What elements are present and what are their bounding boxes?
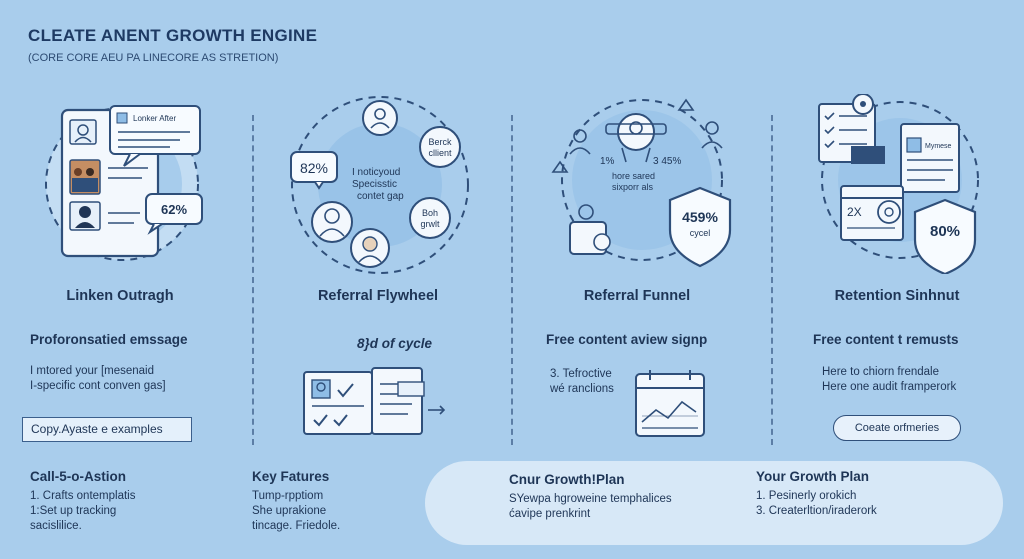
bubble-line: Boh [422, 208, 438, 218]
column-heading: Key Fatures [252, 469, 330, 484]
bubble-line: cllient [428, 148, 452, 158]
column-body: Tump-rpptiom She uprakione tincage. Frie… [252, 489, 340, 534]
doc-label: Mymese [925, 143, 952, 150]
stat-label: 62% [161, 202, 187, 217]
column-divider [511, 115, 513, 445]
center-line: hore sared [612, 171, 655, 181]
stat-label: 82% [300, 160, 328, 176]
bubble-line: grwlt [420, 219, 440, 229]
body-line: Tump-rpptiom [252, 490, 324, 502]
page-subtitle: (CORE CORE AEU PA LINECORE AS STRETION) [28, 52, 279, 64]
body-line: 3. Tefroctive [550, 368, 612, 380]
shield-sub: cycel [690, 228, 711, 238]
column-body: 1. Crafts ontemplatis 1:Set up tracking … [30, 489, 135, 534]
panel-heading: Free content t remusts [813, 332, 959, 347]
panel-body: Here to chiorn frendale Here one audit f… [822, 365, 956, 395]
panel-body: 3. Tefroctive wé ranclions [550, 367, 614, 397]
referral-flywheel-illustration: 82% I noticyoud Specisstic contet gap Be… [290, 96, 469, 274]
bottom-column-cta: Call-5-o-Astion 1. Crafts ontemplatis 1:… [30, 469, 135, 534]
panel-title-referral-funnel: Referral Funnel [583, 288, 691, 304]
column-heading: Cnur Growth!Plan [509, 472, 625, 487]
create-offers-button[interactable]: Coeate orfmeries [833, 415, 961, 441]
column-divider [252, 115, 254, 445]
body-line: I mtored your [mesenaid [30, 365, 155, 377]
right-percent: 3 45% [653, 156, 681, 167]
bottom-column-growth-plan: Cnur Growth!Plan SYewpa hgroweine tempha… [509, 472, 672, 522]
body-line: Here one audit framperork [822, 381, 957, 393]
panel-body: I mtored your [mesenaid I-specific cont … [30, 364, 166, 394]
bottom-column-your-growth-plan: Your Growth Plan 1. Pesinerly orokich 3.… [756, 469, 877, 519]
column-divider [771, 115, 773, 445]
left-percent: 1% [600, 156, 615, 167]
panel-heading: Proforonsatied emssage [30, 332, 188, 347]
center-line: Specisstic [352, 179, 397, 190]
calendar-chart-icon [635, 370, 705, 437]
panel-title-retention: Retention Sinhnut [834, 288, 960, 304]
linkedin-outreach-illustration: Lonker After 62% [45, 105, 203, 261]
open-book-illustration [303, 367, 446, 435]
center-line: sixporr als [612, 182, 654, 192]
center-line: contet gap [357, 191, 404, 202]
body-line: sacislilice. [30, 520, 82, 532]
panel-heading: Free content aview signp [546, 332, 708, 347]
growth-plan-panel [425, 461, 1003, 545]
body-line: 1. Pesinerly orokich [756, 490, 857, 502]
body-line: wé ranclions [550, 383, 614, 395]
body-line: 1:Set up tracking [30, 505, 117, 517]
panel-title-referral-flywheel: Referral Flywheel [317, 288, 439, 304]
body-line: 1. Crafts ontemplatis [30, 490, 136, 502]
panel-heading: 8}d of cycle [357, 336, 433, 351]
shield-stat: 459% [682, 209, 718, 225]
panel-title-linkedin-outreach: Linken Outragh [66, 288, 174, 304]
retention-illustration: Mymese 2X 80% [818, 94, 979, 274]
column-heading: Your Growth Plan [756, 469, 870, 484]
page-title: CLEATE ANENT GROWTH ENGINE [28, 26, 318, 45]
body-line: I-specific cont conven gas] [30, 380, 166, 392]
column-body: SYewpa hgroweine temphalices ćavipe pren… [509, 492, 672, 522]
shield-stat: 80% [930, 223, 960, 240]
body-line: She uprakione [252, 505, 327, 517]
column-body: 1. Pesinerly orokich 3. Createrltion/ira… [756, 489, 877, 519]
calendar-code: 2X [847, 205, 862, 219]
body-line: SYewpa hgroweine temphalices [509, 493, 672, 505]
chat-label: Lonker After [133, 114, 176, 123]
body-line: tincage. Friedole. [252, 520, 341, 532]
bubble-line: Berck [428, 137, 452, 147]
body-line: Here to chiorn frendale [822, 366, 939, 378]
copy-paste-examples-button[interactable]: Copy.Ayaste e examples [22, 417, 192, 442]
column-heading: Call-5-o-Astion [30, 469, 126, 484]
body-line: ćavipe prenkrint [509, 508, 591, 520]
referral-funnel-illustration: 1% 3 45% hore sared sixporr als 459% cyc… [551, 98, 732, 268]
bottom-column-key-features: Key Fatures Tump-rpptiom She uprakione t… [252, 469, 340, 534]
body-line: 3. Createrltion/iraderork [756, 505, 877, 517]
center-line: I noticyoud [352, 167, 400, 178]
